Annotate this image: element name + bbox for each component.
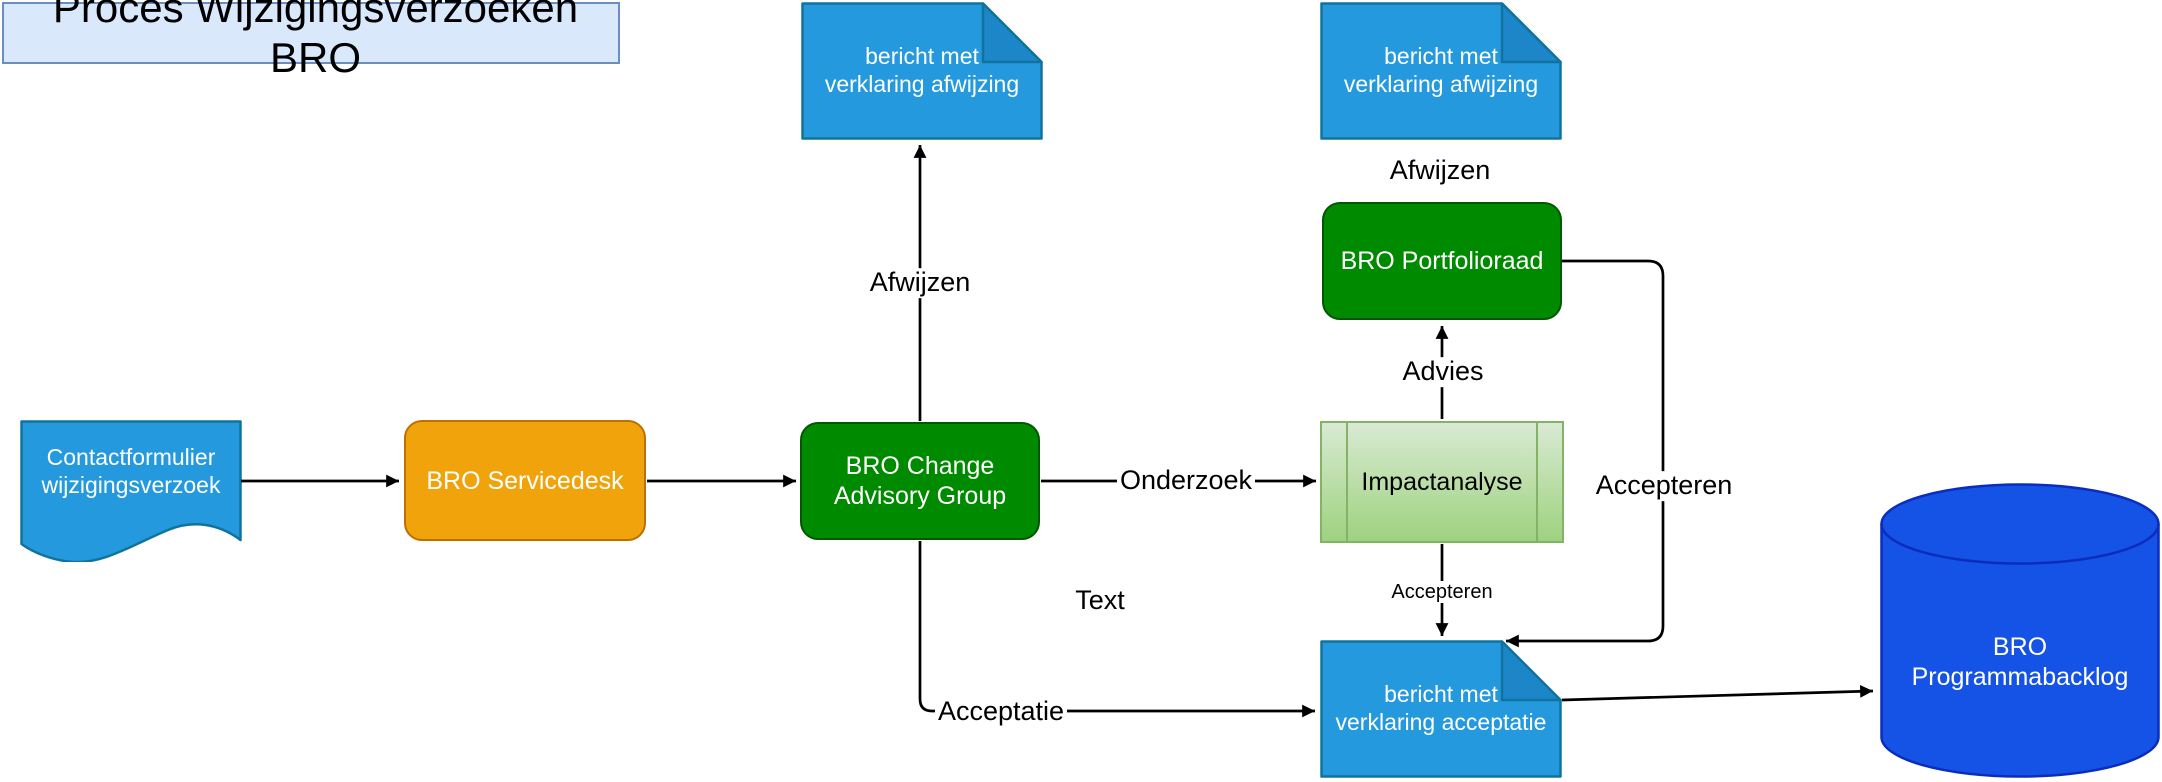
- note-shape-afwijzing-portfolio: bericht met verklaring afwijzing: [1320, 2, 1562, 140]
- process-bar-right: [1536, 423, 1538, 541]
- process-box-change-advisory-group: BRO Change Advisory Group: [800, 422, 1040, 540]
- note-icon: [1320, 2, 1562, 140]
- edge-label-onderzoek: Onderzoek: [1116, 465, 1256, 496]
- diagram-title: Proces Wijzigingsverzoeken BRO: [2, 0, 620, 81]
- portfolioraad-label: BRO Portfolioraad: [1340, 247, 1544, 275]
- process-shape-impactanalyse: Impactanalyse: [1320, 421, 1564, 543]
- database-shape-programmabacklog: BRO Programmabacklog: [1880, 483, 2160, 778]
- document-icon: [20, 420, 242, 562]
- impactanalyse-label: Impactanalyse: [1361, 468, 1523, 496]
- document-shape-contactformulier: Contactformulier wijzigingsverzoek: [20, 420, 242, 562]
- note-shape-acceptatie: bericht met verklaring acceptatie: [1320, 640, 1562, 778]
- edge-label-accepteren-impact: Accepteren: [1388, 581, 1496, 603]
- diagram-title-label: Proces Wijzigingsverzoeken BRO: [52, 0, 579, 81]
- note-shape-afwijzing-cag: bericht met verklaring afwijzing: [801, 2, 1043, 140]
- edge-cag-acceptatie-to-note: [918, 541, 1315, 718]
- process-bar-left: [1346, 423, 1348, 541]
- free-text-label: Text: [1072, 585, 1128, 616]
- edge-label-acceptatie: Acceptatie: [934, 696, 1068, 727]
- edge-label-afwijzen-cag: Afwijzen: [866, 267, 974, 298]
- edge-note-to-programmabacklog: [1561, 684, 1874, 702]
- process-box-portfolioraad: BRO Portfolioraad: [1322, 202, 1562, 320]
- edge-label-afwijzen-portfolio: Afwijzen: [1386, 155, 1494, 186]
- note-icon: [1320, 640, 1562, 778]
- servicedesk-label: BRO Servicedesk: [426, 466, 624, 495]
- edge-label-accepteren-portfolio: Accepteren: [1592, 470, 1736, 501]
- change-advisory-group-label: BRO Change Advisory Group: [833, 452, 1007, 510]
- process-box-servicedesk: BRO Servicedesk: [404, 420, 646, 541]
- note-icon: [801, 2, 1043, 140]
- database-cylinder-icon: [1880, 483, 2160, 778]
- edge-label-advies: Advies: [1399, 356, 1487, 387]
